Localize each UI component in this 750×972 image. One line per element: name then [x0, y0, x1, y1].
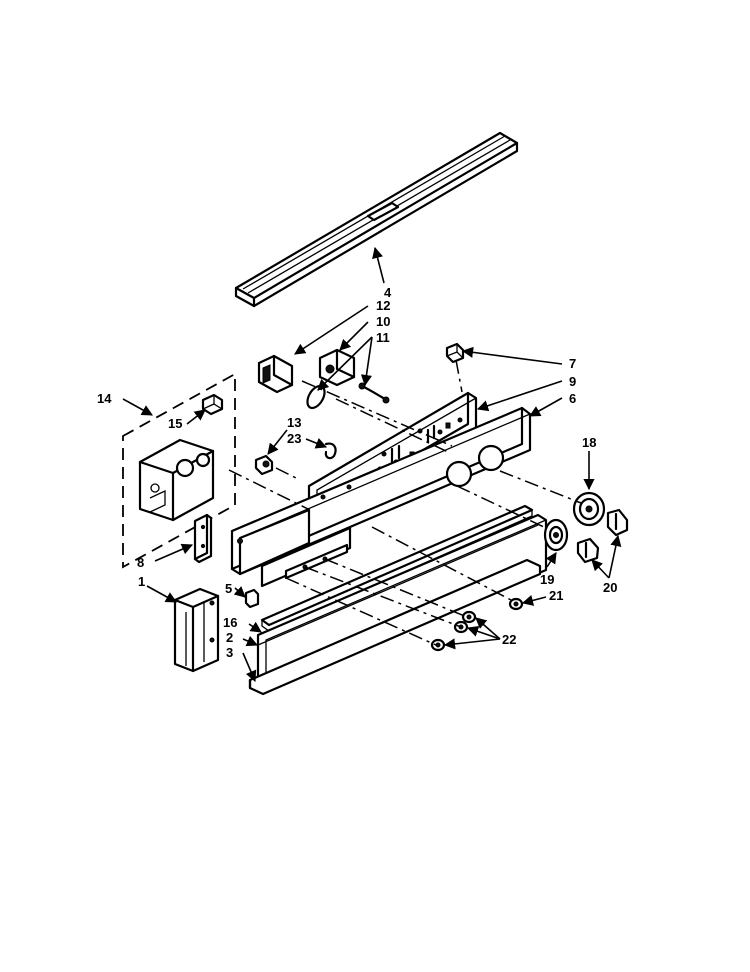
part-4-top-trim	[234, 131, 519, 308]
callout-3: 3	[226, 645, 233, 660]
callout-15: 15	[168, 416, 182, 431]
callout-10: 10	[376, 314, 390, 329]
callout-21: 21	[549, 588, 563, 603]
callout-4: 4	[384, 285, 392, 300]
callout-13: 13	[287, 415, 301, 430]
part-20-knobs	[576, 508, 629, 564]
callout-18: 18	[582, 435, 596, 450]
part-6-face-panel	[230, 406, 532, 576]
callout-12: 12	[376, 298, 390, 313]
part-12-bracket	[257, 354, 294, 394]
part-15-socket	[201, 393, 224, 416]
callout-5: 5	[225, 581, 232, 596]
part-14-clock-assembly	[122, 372, 236, 569]
callout-7: 7	[569, 356, 576, 371]
callout-1: 1	[138, 574, 145, 589]
part-7-clip	[445, 342, 465, 364]
part-5-clip	[244, 588, 260, 609]
part-21-nut	[508, 597, 524, 611]
part-11-wire	[306, 382, 390, 410]
part-23-socket	[324, 442, 337, 460]
callout-19: 19	[540, 572, 554, 587]
callout-2: 2	[226, 630, 233, 645]
callout-8: 8	[137, 555, 144, 570]
callout-11: 11	[376, 330, 390, 345]
assembly-lines	[228, 359, 582, 646]
part-13-lamp	[254, 454, 274, 476]
callout-labels: 4 12 10 11 7 9 6 14 15 13 23 18 8 1 5 19…	[97, 285, 617, 660]
part-8-bracket	[193, 513, 213, 564]
callout-9: 9	[569, 374, 576, 389]
part-10-switch	[318, 348, 356, 387]
part-18-bezel	[572, 491, 606, 527]
callout-16: 16	[223, 615, 237, 630]
leader-arrows	[122, 246, 622, 683]
callout-6: 6	[569, 391, 576, 406]
callout-20: 20	[603, 580, 617, 595]
part-faceplate-inset	[260, 526, 352, 588]
callout-22: 22	[502, 632, 516, 647]
part-1-switch-block	[173, 587, 220, 673]
part-19-bezel	[543, 518, 569, 552]
callout-23: 23	[287, 431, 301, 446]
callout-14: 14	[97, 391, 112, 406]
